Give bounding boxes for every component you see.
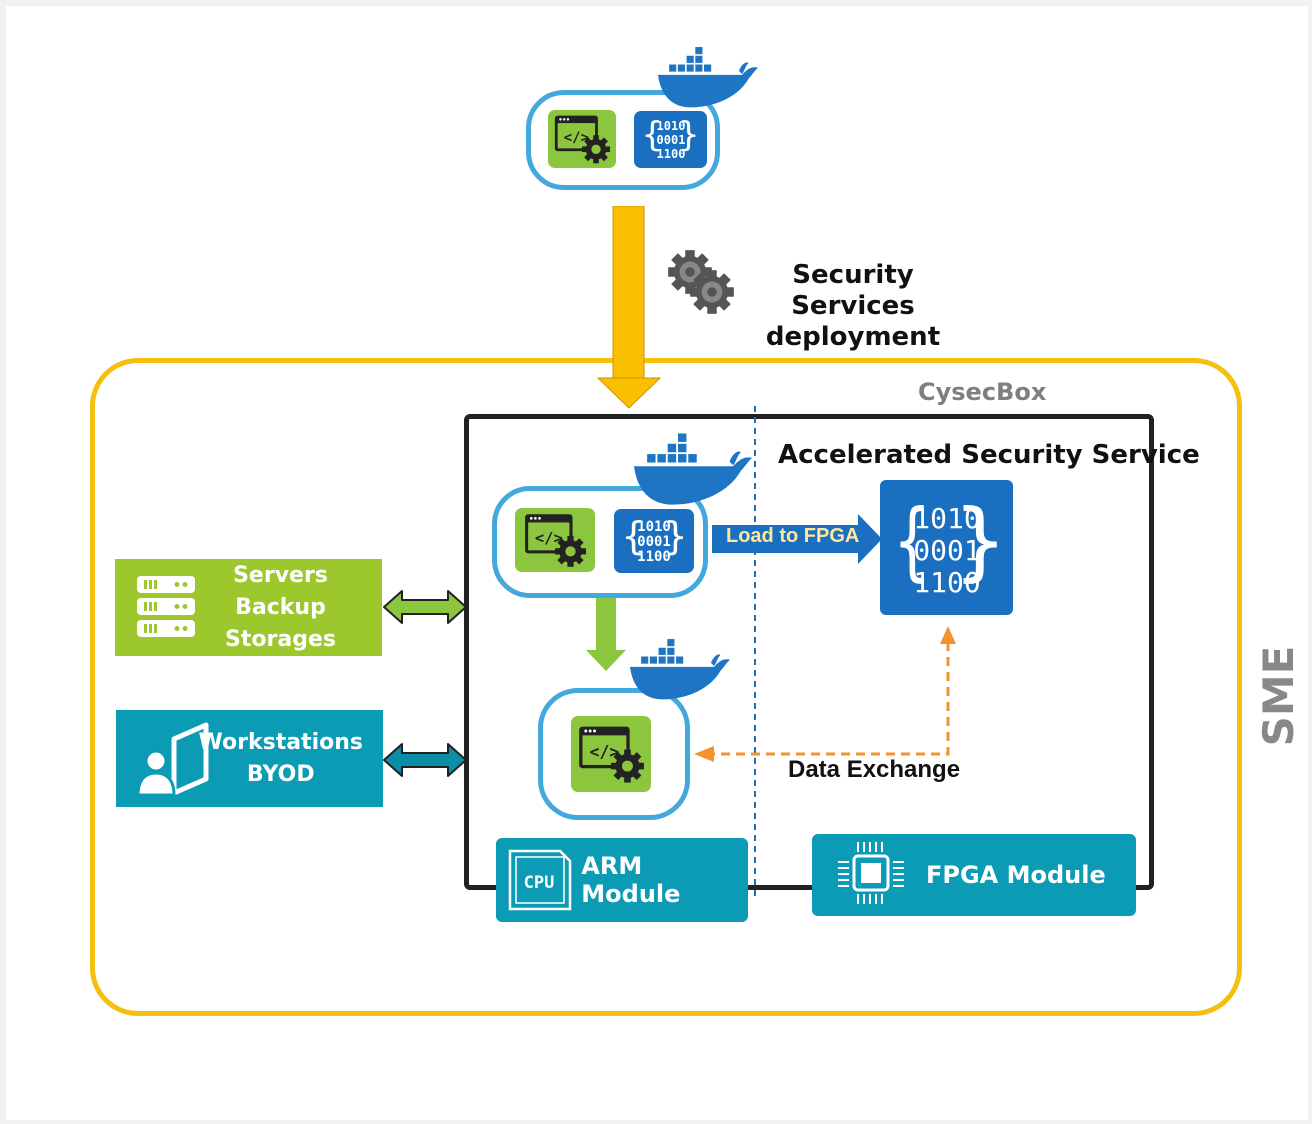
- binary-row2: 0001: [637, 534, 671, 550]
- cysecbox-label: CysecBox: [918, 378, 1047, 406]
- servers-label-line2: Backup: [235, 594, 326, 620]
- svg-text:{: {: [642, 115, 662, 155]
- binary-row3: 1100: [913, 566, 980, 599]
- svg-text:}: }: [679, 115, 699, 155]
- load-to-fpga-label: Load to FPGA: [726, 525, 860, 547]
- binary-code-glyph: { } 1010 0001 1100: [642, 115, 699, 161]
- binary-code-icon: { } 1010 0001 1100: [634, 111, 707, 168]
- binary-row3: 1100: [637, 549, 671, 565]
- binary-row1: 1010: [657, 119, 686, 133]
- binary-row3: 1100: [657, 147, 686, 161]
- binary-row1: 1010: [913, 502, 980, 535]
- deployment-arrow: [596, 206, 662, 409]
- workstations-label-line1: Workstations: [198, 729, 363, 755]
- code-settings-tile: [548, 110, 616, 168]
- binary-code-glyph: { } 1010 0001 1100: [894, 490, 1006, 599]
- arm-module: CPU ARM Module: [496, 838, 748, 922]
- arm-module-label: ARM Module: [581, 852, 681, 908]
- servers-label-line1: Servers: [233, 562, 328, 588]
- chip-icon: [838, 842, 904, 904]
- fpga-module-label: FPGA Module: [926, 861, 1106, 889]
- data-exchange-arrow: [694, 626, 956, 762]
- load-to-fpga-arrow: [712, 514, 882, 564]
- svg-text:}: }: [954, 491, 1006, 591]
- cpu-chip-label: CPU: [524, 873, 555, 893]
- servers-label-line3: Storages: [225, 626, 336, 652]
- svg-text:{: {: [894, 490, 930, 591]
- binary-row1: 1010: [637, 519, 671, 535]
- deploy-down-arrow: [586, 598, 626, 671]
- code-settings-tile: [571, 716, 651, 792]
- code-window-gear-icon: [579, 726, 644, 783]
- sme-label: SME: [1253, 645, 1303, 747]
- user-device-icon: [136, 722, 209, 796]
- binary-row2: 0001: [657, 133, 686, 147]
- sme-frame: [90, 358, 1242, 1016]
- servers-box: Servers Backup Storages: [115, 559, 382, 656]
- cysecbox-frame: [464, 414, 1154, 890]
- code-window-gear-icon: [554, 115, 611, 164]
- servers-label: Servers Backup Storages: [203, 560, 358, 656]
- module-divider: [754, 406, 756, 896]
- servers-link-arrow: [383, 590, 467, 624]
- fpga-bitstream-icon: { } 1010 0001 1100: [880, 480, 1013, 615]
- accelerated-service-title: Accelerated Security Service: [778, 440, 1200, 470]
- workstations-link-arrow: [383, 743, 467, 777]
- binary-code-icon: { } 1010 0001 1100: [614, 509, 694, 573]
- binary-code-glyph: { } 1010 0001 1100: [622, 514, 687, 565]
- docker-whale-icon: [658, 47, 758, 108]
- svg-text:{: {: [622, 514, 645, 558]
- code-settings-tile: [515, 508, 595, 572]
- workstations-label-line2: BYOD: [246, 761, 315, 787]
- docker-whale-icon: [634, 433, 752, 505]
- cpu-icon: CPU: [508, 849, 572, 911]
- workstations-label: Workstations BYOD: [199, 727, 363, 791]
- server-rack-icon: [137, 575, 195, 637]
- code-window-gear-icon: [525, 514, 586, 567]
- gears-icon: [668, 250, 734, 314]
- binary-row2: 0001: [913, 534, 980, 567]
- deployment-label: Security Services deployment: [742, 260, 964, 353]
- data-exchange-label: Data Exchange: [788, 756, 961, 783]
- svg-text:}: }: [664, 514, 687, 558]
- deployment-label-line2: deployment: [765, 322, 941, 352]
- fpga-module: FPGA Module: [812, 834, 1136, 916]
- deployment-label-line1: Security Services: [791, 260, 915, 321]
- workstations-box: Workstations BYOD: [116, 710, 383, 807]
